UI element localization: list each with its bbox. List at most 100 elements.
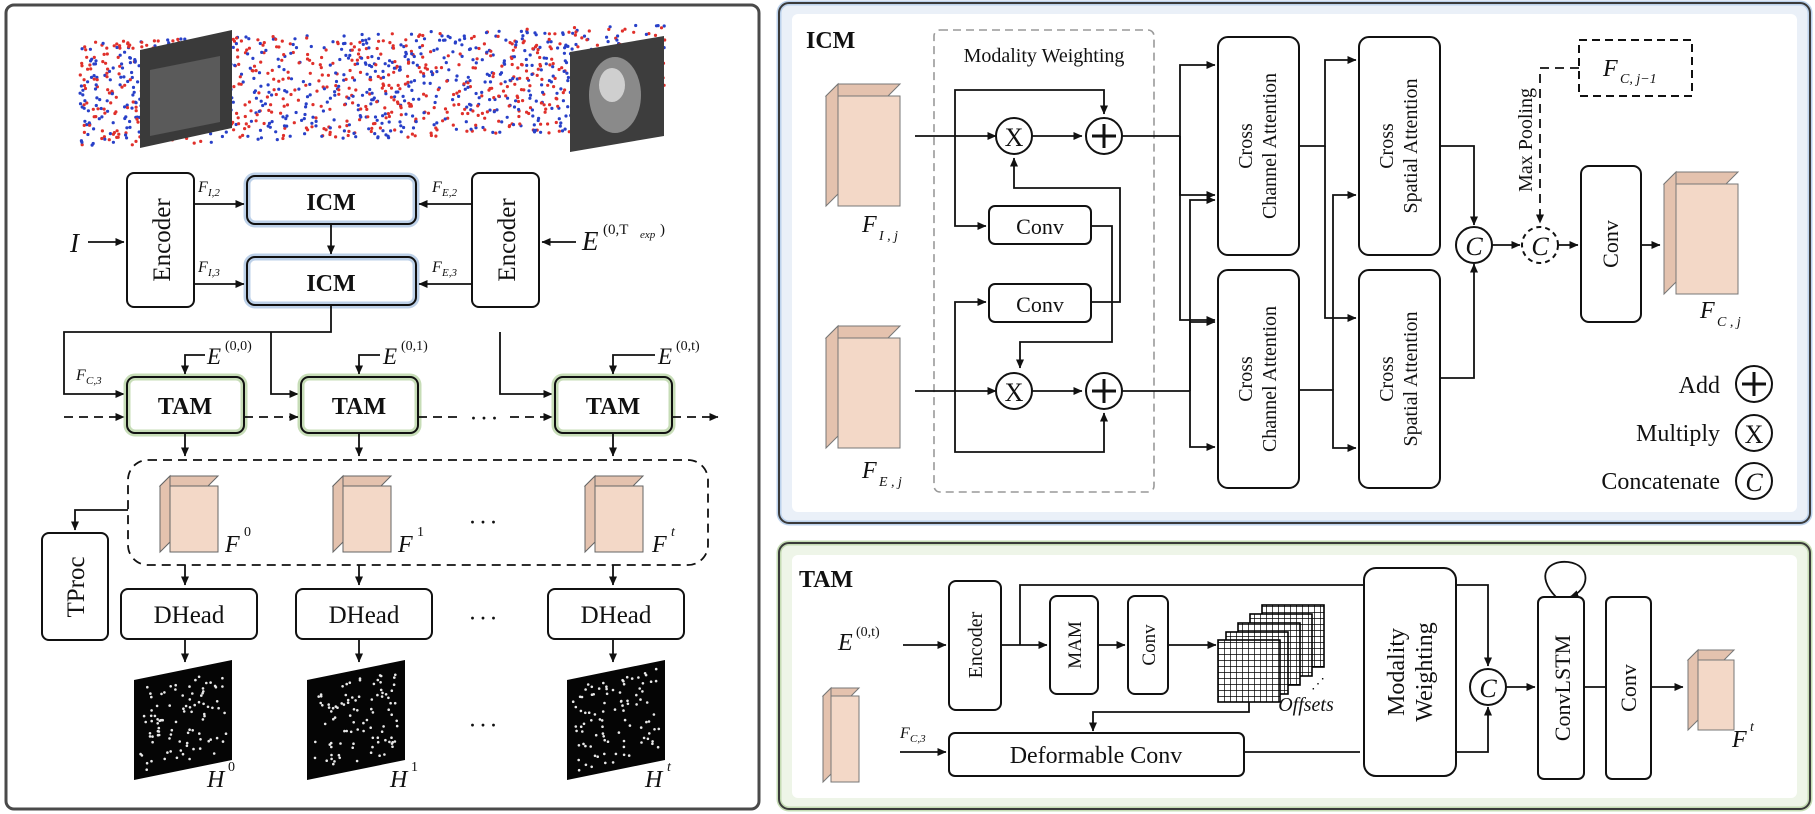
mw-conv-top xyxy=(988,205,1092,245)
svg-text:E: E xyxy=(581,226,599,256)
svg-text:E , j: E , j xyxy=(878,475,902,490)
legend-concat-icon xyxy=(1735,462,1773,500)
tam-output-feature xyxy=(1686,648,1736,732)
encoder-image xyxy=(126,172,195,308)
mw-conv-bottom xyxy=(988,283,1092,323)
svg-text:I , j: I , j xyxy=(878,229,898,244)
svg-text:E,2: E,2 xyxy=(441,187,457,199)
tam-fc3-feature xyxy=(821,686,861,784)
icm-output-conv-label: Conv xyxy=(1598,220,1623,268)
cross-spatial-bottom-label-2: Spatial Attention xyxy=(1400,312,1422,447)
svg-text:F: F xyxy=(861,458,877,484)
dhead-0-label: DHead xyxy=(154,602,225,629)
cross-channel-bottom-label-1: Cross xyxy=(1235,356,1257,402)
legend-multiply-icon xyxy=(1735,414,1773,452)
svg-text:C: C xyxy=(1531,232,1549,261)
icm-output-conv xyxy=(1580,165,1642,323)
multiply-icon xyxy=(995,372,1033,410)
svg-text:1: 1 xyxy=(417,525,424,540)
icm-output-feature-label: F C , j xyxy=(1699,298,1741,330)
feature-label-ft: F t xyxy=(651,525,676,558)
tam-modality-weighting xyxy=(1363,567,1457,777)
svg-text:⋰: ⋰ xyxy=(1311,677,1325,692)
svg-text:F: F xyxy=(397,532,413,558)
tam-chain-ellipsis: · · · xyxy=(470,408,497,428)
cross-channel-top-label-1: Cross xyxy=(1235,123,1257,169)
tam-block-t-label: TAM xyxy=(586,394,640,420)
tam-event-input-0: E (0,0) xyxy=(206,339,252,369)
mw-conv-top-label: Conv xyxy=(1016,214,1064,239)
svg-text:E: E xyxy=(837,630,853,656)
heatmap-0 xyxy=(134,660,232,780)
legend-multiply-label: Multiply xyxy=(1636,421,1720,447)
svg-text:F: F xyxy=(75,367,86,384)
svg-text:C: C xyxy=(1745,468,1763,497)
svg-text:t: t xyxy=(1750,720,1755,735)
input-event-label: E (0,T exp ) xyxy=(581,222,665,256)
heatmap-label-ht: H t xyxy=(644,760,672,793)
heatmap-ellipsis: · · · xyxy=(469,715,496,735)
offsets-grids: ⋰ xyxy=(1217,604,1325,703)
svg-text:1: 1 xyxy=(411,760,418,775)
offsets-label: Offsets xyxy=(1278,694,1334,716)
svg-text:C: C xyxy=(1479,674,1497,703)
input-image-label: I xyxy=(69,228,81,258)
convlstm-recurrence-arrow xyxy=(1544,561,1587,598)
prev-feature-box xyxy=(1578,39,1693,97)
modality-weighting-label: Modality Weighting xyxy=(964,45,1125,67)
cross-channel-bottom-label-2: Channel Attention xyxy=(1259,306,1281,452)
svg-text:F: F xyxy=(197,179,208,196)
svg-text:t: t xyxy=(671,525,676,540)
tam-panel-border xyxy=(778,542,1811,810)
features-ellipsis: · · · xyxy=(469,512,496,532)
feature-label-fc3: F C,3 xyxy=(75,367,102,387)
icm-panel-title: ICM xyxy=(806,28,855,54)
svg-text:E: E xyxy=(382,344,397,369)
svg-text:C: C xyxy=(1465,232,1483,261)
icm-panel-border xyxy=(778,2,1811,524)
feature-label-fe3: F E,3 xyxy=(431,259,457,279)
svg-text:H: H xyxy=(206,767,226,793)
encoder-event-label: Encoder xyxy=(494,198,521,282)
svg-text:F: F xyxy=(197,259,208,276)
features-group xyxy=(127,459,709,566)
svg-text:(0,1): (0,1) xyxy=(401,339,428,354)
svg-text:0: 0 xyxy=(244,525,251,540)
tam-mw-label-1: Modality xyxy=(1384,628,1410,716)
svg-text:C,3: C,3 xyxy=(910,733,926,745)
feature-block-ft xyxy=(583,474,645,554)
feature-label-fe2: F E,2 xyxy=(431,179,457,199)
svg-text:t: t xyxy=(667,760,672,775)
legend-concat-label: Concatenate xyxy=(1601,469,1720,495)
feature-block-f1 xyxy=(331,474,393,554)
svg-text:H: H xyxy=(644,767,664,793)
cross-channel-top-label-2: Channel Attention xyxy=(1259,73,1281,219)
svg-text:F: F xyxy=(899,725,910,742)
tproc-label: TProc xyxy=(63,556,90,617)
svg-text:C , j: C , j xyxy=(1717,315,1741,330)
overview-panel: Encoder Encoder ICM ICM I E (0,T exp ) F… xyxy=(4,3,761,811)
tam-output-feature-label: F t xyxy=(1731,720,1755,753)
icm-panel: ICM Modality Weighting F I , j F E , j C… xyxy=(776,0,1813,526)
encoder-image-label: Encoder xyxy=(149,198,176,282)
feature-block-f0 xyxy=(158,474,220,554)
encoder-event xyxy=(471,172,540,308)
tam-event-input-1: E (0,1) xyxy=(382,339,428,369)
tam-panel-title: TAM xyxy=(799,567,853,593)
prev-feature-label: F C, j−1 xyxy=(1602,56,1657,87)
deformable-conv-label: Deformable Conv xyxy=(1010,743,1183,769)
svg-text:F: F xyxy=(1731,727,1747,753)
multiply-icon xyxy=(995,117,1033,155)
dhead-0 xyxy=(120,588,258,640)
svg-text:X: X xyxy=(1745,420,1764,449)
svg-text:F: F xyxy=(651,532,667,558)
tam-output-conv xyxy=(1605,596,1652,780)
svg-text:F: F xyxy=(1699,298,1715,324)
svg-text:I,2: I,2 xyxy=(207,187,220,199)
svg-text:(0,0): (0,0) xyxy=(225,339,252,354)
icm-feature-fij xyxy=(824,82,902,208)
svg-text:X: X xyxy=(1005,378,1024,407)
svg-text:C,3: C,3 xyxy=(86,375,102,387)
icm-feature-fij-label: F I , j xyxy=(861,212,898,244)
